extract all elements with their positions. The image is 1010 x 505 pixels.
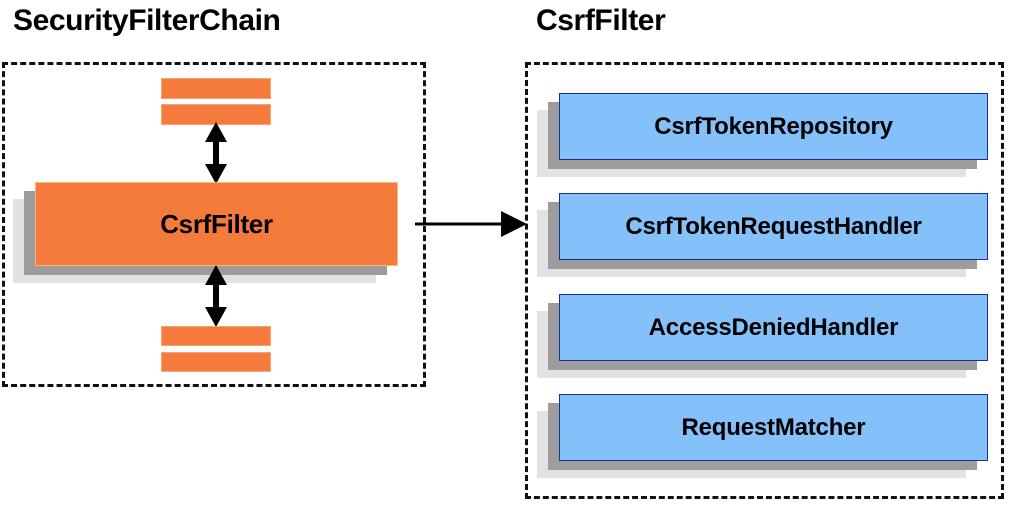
node-csrf-token-request-handler[interactable]: CsrfTokenRequestHandler [537, 193, 988, 277]
filter-bar-bottom-1 [161, 326, 271, 346]
node-request-matcher-label: RequestMatcher [559, 394, 988, 461]
node-access-denied-handler-label: AccessDeniedHandler [559, 294, 988, 361]
double-arrow-bottom [205, 265, 227, 327]
filter-bar-top-1 [161, 78, 271, 99]
panel-csrf-filter [525, 62, 1004, 499]
double-arrow-top [205, 122, 227, 184]
node-request-matcher[interactable]: RequestMatcher [537, 394, 988, 478]
connector-arrow-to-csrf-filter [415, 211, 527, 237]
node-csrf-token-repository[interactable]: CsrfTokenRepository [537, 93, 988, 177]
node-csrf-filter[interactable]: CsrfFilter [13, 182, 398, 283]
filter-bar-bottom-2 [161, 352, 271, 372]
node-access-denied-handler[interactable]: AccessDeniedHandler [537, 294, 988, 378]
node-csrf-filter-label: CsrfFilter [35, 182, 398, 266]
panel-title-security-filter-chain: SecurityFilterChain [13, 4, 281, 37]
panel-title-csrf-filter: CsrfFilter [536, 4, 666, 37]
node-csrf-token-repository-label: CsrfTokenRepository [559, 93, 988, 160]
node-csrf-token-request-handler-label: CsrfTokenRequestHandler [559, 193, 988, 260]
